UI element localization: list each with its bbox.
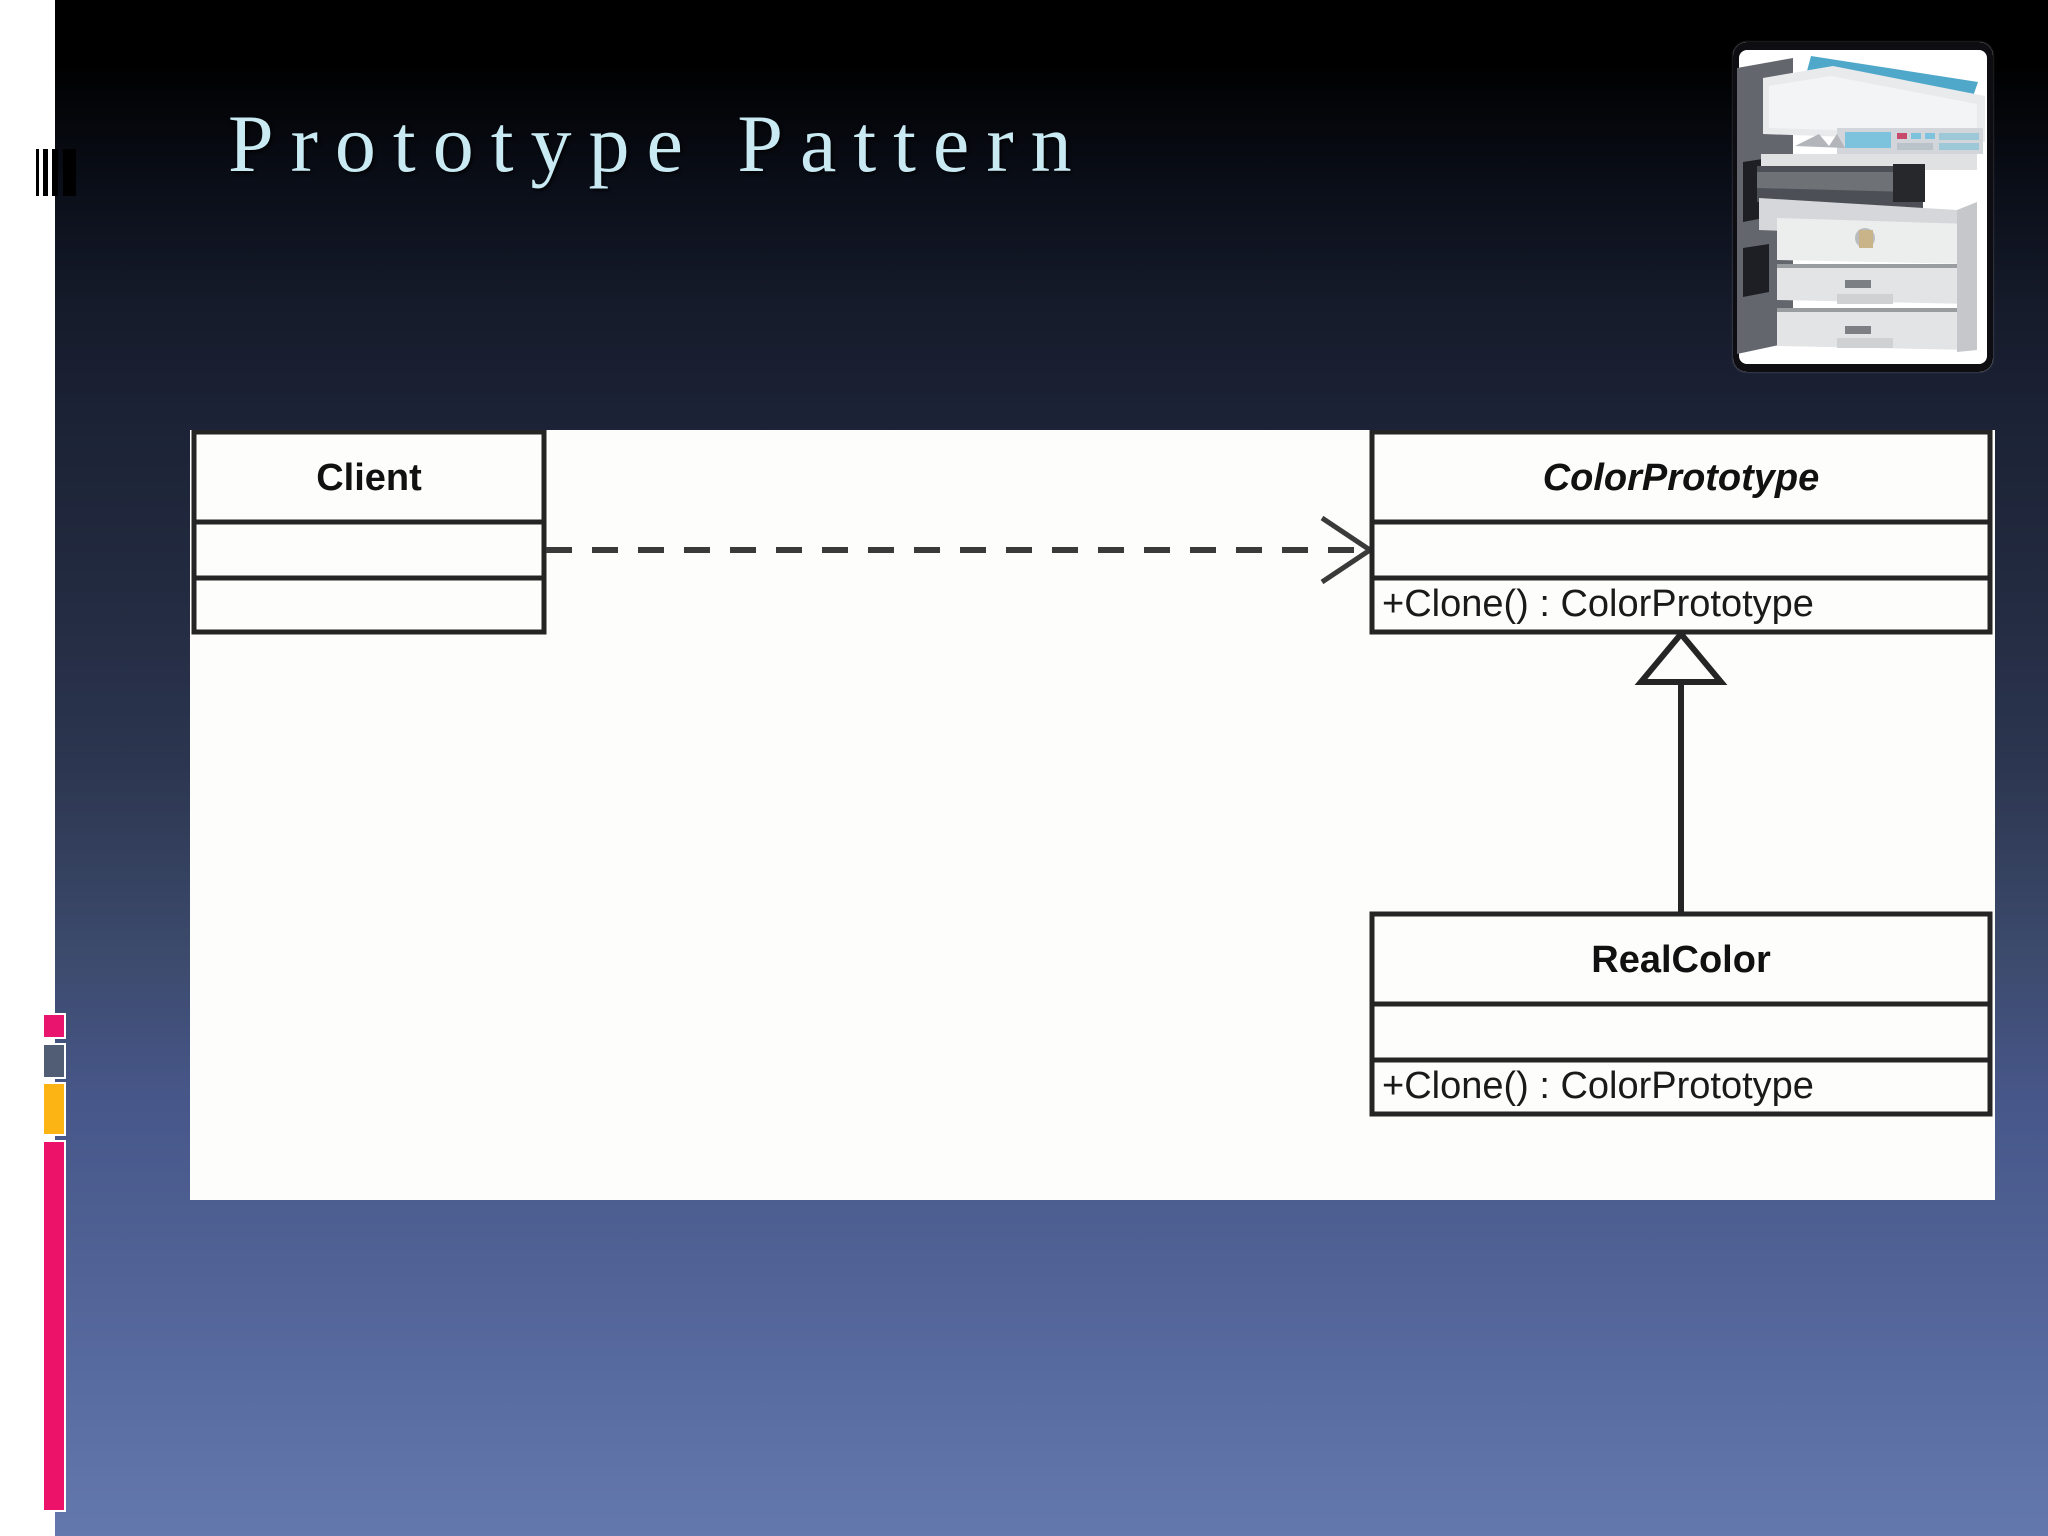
ornament-bar-4 bbox=[63, 149, 76, 196]
photocopier-illustration bbox=[1733, 42, 1993, 372]
uml-class-client[interactable]: Client bbox=[191, 430, 547, 635]
accent-block-pink-long bbox=[42, 1140, 66, 1512]
accent-block-slate bbox=[42, 1043, 66, 1079]
accent-block-amber bbox=[42, 1082, 66, 1136]
ornament-bar-2 bbox=[43, 149, 48, 196]
uml-class-realcolor[interactable]: RealColor +Clone() : ColorPrototype bbox=[1369, 911, 1993, 1117]
uml-class-colorprototype[interactable]: ColorPrototype +Clone() : ColorPrototype bbox=[1369, 430, 1993, 635]
slide-title: Prototype Pattern bbox=[228, 98, 1089, 189]
uml-class-realcolor-name: RealColor bbox=[1591, 939, 1771, 981]
accent-block-pink-small bbox=[42, 1013, 66, 1039]
photocopier-image bbox=[1733, 42, 1993, 372]
uml-class-colorprototype-operation: +Clone() : ColorPrototype bbox=[1382, 583, 1814, 625]
generalization-hollow-triangle bbox=[1634, 629, 1728, 685]
ornament-bar-1 bbox=[36, 149, 39, 196]
relationship-generalization bbox=[1634, 629, 1728, 914]
uml-class-diagram: Client ColorPrototype +Clone() : ColorPr… bbox=[190, 430, 1995, 1200]
uml-class-colorprototype-name: ColorPrototype bbox=[1543, 457, 1820, 499]
uml-diagram-panel: Client ColorPrototype +Clone() : ColorPr… bbox=[190, 430, 1995, 1200]
vertical-bars-ornament bbox=[36, 149, 76, 196]
uml-class-realcolor-operation: +Clone() : ColorPrototype bbox=[1382, 1065, 1814, 1107]
uml-class-client-name: Client bbox=[316, 457, 422, 499]
ornament-bar-3 bbox=[52, 149, 58, 196]
